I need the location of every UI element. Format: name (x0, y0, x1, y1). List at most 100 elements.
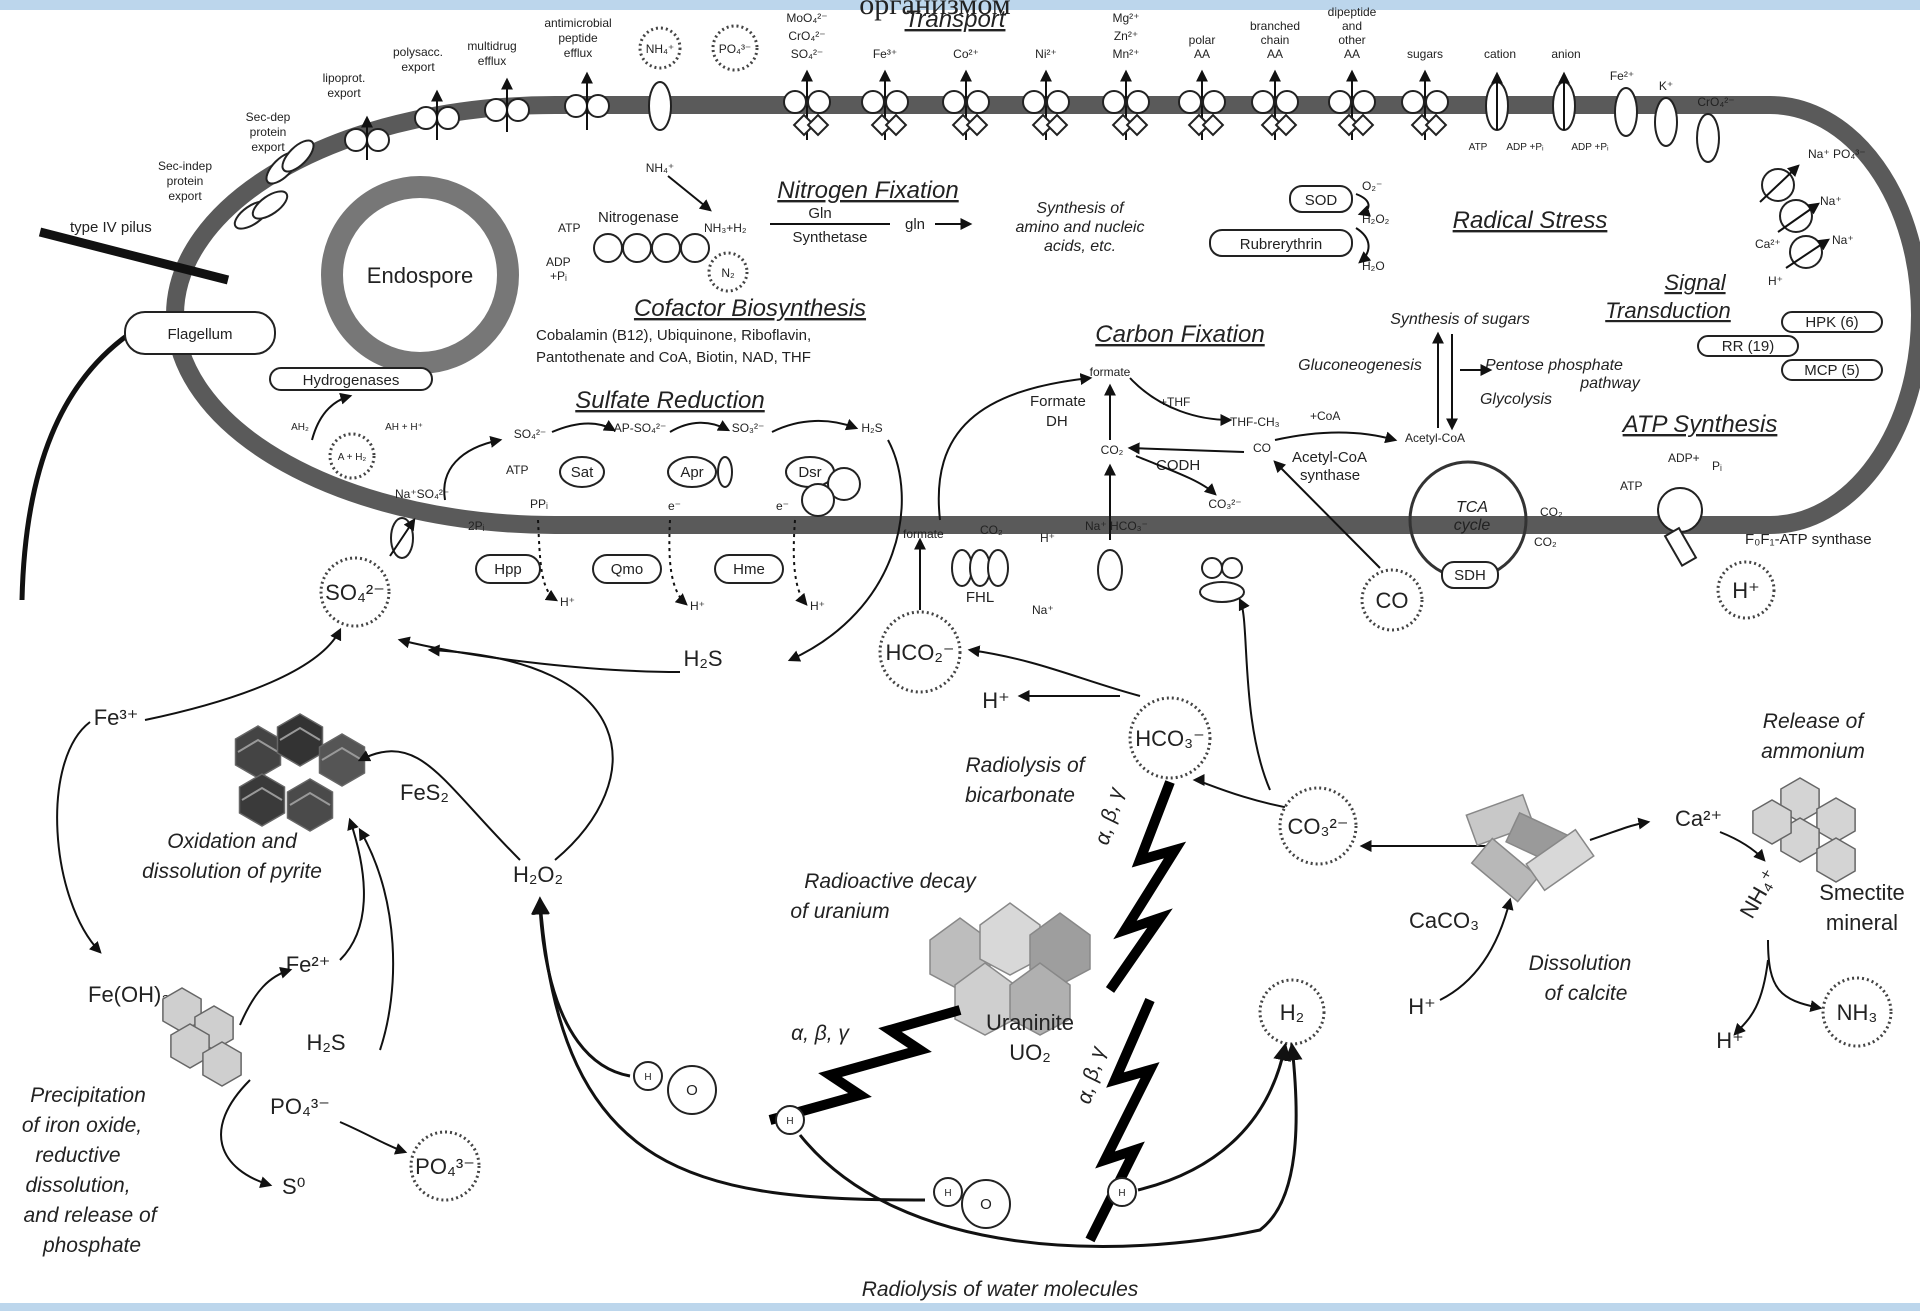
po4-pool-out-label: PO₄³⁻ (415, 1154, 475, 1179)
nh4-label: NH₄⁺ (646, 42, 675, 56)
sdh-label: SDH (1454, 567, 1486, 584)
na-so4-label: Na⁺SO₄²⁻ (395, 487, 449, 501)
carbonate-transporter (1199, 557, 1245, 603)
fhl-label: FHL (966, 589, 994, 606)
radiolysis-bolt-1 (1105, 780, 1187, 993)
water-radiolysis-label: Radiolysis of water molecules (862, 1278, 1139, 1301)
h2o-label: H₂O (1362, 259, 1385, 273)
sr-so3-label: SO₃²⁻ (732, 421, 765, 435)
dsr-arrow (771, 418, 859, 433)
uraninite-crystals (929, 902, 1091, 1036)
na-symporter-1 (1759, 164, 1800, 203)
zn-label: Zn²⁺ (1114, 29, 1138, 43)
po4-pool-out (409, 1130, 481, 1202)
so4-uptake-arrow (443, 436, 503, 501)
transport-title: Transport (905, 6, 1007, 33)
nitrogenase-complex (593, 233, 710, 263)
nh4-to-h-arrow (1733, 959, 1769, 1036)
sod-arrow (1355, 193, 1372, 217)
radiolysis-bolt-3 (1085, 997, 1160, 1243)
rubrerythrin-arrow (1355, 227, 1372, 264)
pyrite-label-2: dissolution of pyrite (142, 860, 322, 883)
antimicrobial-label-3: efflux (564, 46, 592, 60)
acetyl-coa-synthase-arrow (1274, 431, 1398, 444)
bicarbonate-symporter (1097, 549, 1123, 591)
fhl-complex (951, 549, 1009, 587)
codh-arrow (1127, 442, 1245, 455)
water-h-atom (775, 1105, 805, 1135)
sod-label: SOD (1305, 192, 1338, 209)
atp-synthase-label: F₀F₁-ATP synthase (1745, 531, 1872, 548)
dsr-subunit-1 (827, 467, 861, 501)
formate2-label: formate (903, 527, 944, 541)
sat-enzyme (559, 456, 605, 488)
tca-co2b-label: CO₂ (1534, 535, 1557, 549)
na-symporter-2 (1777, 199, 1820, 233)
fe2-channel (1614, 87, 1638, 137)
cofactor-line-2: Pantothenate and CoA, Biotin, NAD, THF (536, 349, 811, 366)
po4-env-label: PO₄³⁻ (270, 1094, 330, 1119)
cation-label: cation (1484, 47, 1516, 61)
cation-channel (1485, 71, 1509, 131)
n-synth-label-3: acids, etc. (1044, 238, 1116, 255)
s0-label: S⁰ (282, 1174, 306, 1199)
precip-label-1: Precipitation (30, 1084, 146, 1107)
nh4-channel (648, 81, 672, 131)
hme-label: Hme (733, 561, 765, 578)
polar-label-1: polar (1189, 33, 1216, 47)
acetyl-coa-label: Acetyl-CoA (1405, 431, 1465, 445)
anion-channel (1552, 71, 1576, 131)
sec-dep-label-2: protein (250, 125, 287, 139)
anion-adp-label: ADP +Pᵢ (1571, 142, 1609, 153)
hme-proton-arrow (792, 519, 808, 606)
hme-box (714, 554, 784, 584)
iron-oxide-crystals (162, 987, 242, 1087)
thf-ch3-label: THF-CH₃ (1230, 415, 1280, 429)
coa-label: +CoA (1310, 409, 1340, 423)
fes2-label: FeS₂ (400, 780, 449, 805)
precip-label-2: of iron oxide, (22, 1114, 142, 1137)
proton-pool-label: H⁺ (1732, 578, 1760, 603)
signal-title-2: Transduction (1605, 298, 1731, 323)
flagellum-filament (19, 327, 137, 601)
cro4-channel (1696, 113, 1720, 163)
na-hco3-label: Na⁺ HCO₃⁻ (1085, 519, 1148, 533)
feoh3-to-fe2-arrow (239, 967, 293, 1026)
sec-indep-label-1: Sec-indep (158, 159, 212, 173)
e-label-1: e⁻ (668, 499, 681, 513)
h-calcite-label: H⁺ (1408, 994, 1436, 1019)
top-band (0, 0, 1920, 12)
co-pool (1360, 568, 1424, 632)
endospore-label: Endospore (367, 263, 473, 288)
formate-export-arrow (937, 373, 1093, 521)
rr-label: RR (19) (1722, 338, 1775, 355)
sulfate-reduction-title: Sulfate Reduction (575, 387, 764, 414)
sec-dep-label-1: Sec-dep (246, 110, 291, 124)
ca-to-smectite-arrow (1719, 831, 1766, 862)
sdh-box (1441, 561, 1499, 589)
branched-label-1: branched (1250, 19, 1300, 33)
multidrug-efflux-transporter (484, 77, 530, 132)
mn-label: Mn²⁺ (1113, 47, 1140, 61)
dipeptide-label-1: dipeptide (1328, 5, 1377, 19)
flagellum-label: Flagellum (167, 326, 232, 343)
sec-dep-transporter (265, 139, 315, 185)
water-to-h2-arrow (798, 1042, 1303, 1248)
hydrogenase-arrow (311, 392, 353, 441)
sulfate-symporter (389, 517, 416, 559)
precip-label-3: reductive (35, 1144, 120, 1167)
ah2-label: AH₂ (291, 422, 309, 433)
abc-transporters (783, 69, 1449, 140)
co3-to-hco3-arrow (1192, 774, 1301, 811)
h2o2-to-so4-arrow (427, 644, 614, 861)
h2s-to-pyrite-arrow (358, 827, 395, 1051)
fe3-label: Fe³⁺ (873, 47, 897, 61)
atp-adp-label: ADP+ (1668, 451, 1700, 465)
sat-label: Sat (571, 464, 594, 481)
e-label-2: e⁻ (776, 499, 789, 513)
water-molecule-1 (633, 1061, 717, 1115)
polysacc-label-2: export (401, 60, 435, 74)
na-po4-label: Na⁺ PO₄³⁻ (1808, 147, 1866, 161)
antimicrobial-label-2: peptide (558, 31, 598, 45)
